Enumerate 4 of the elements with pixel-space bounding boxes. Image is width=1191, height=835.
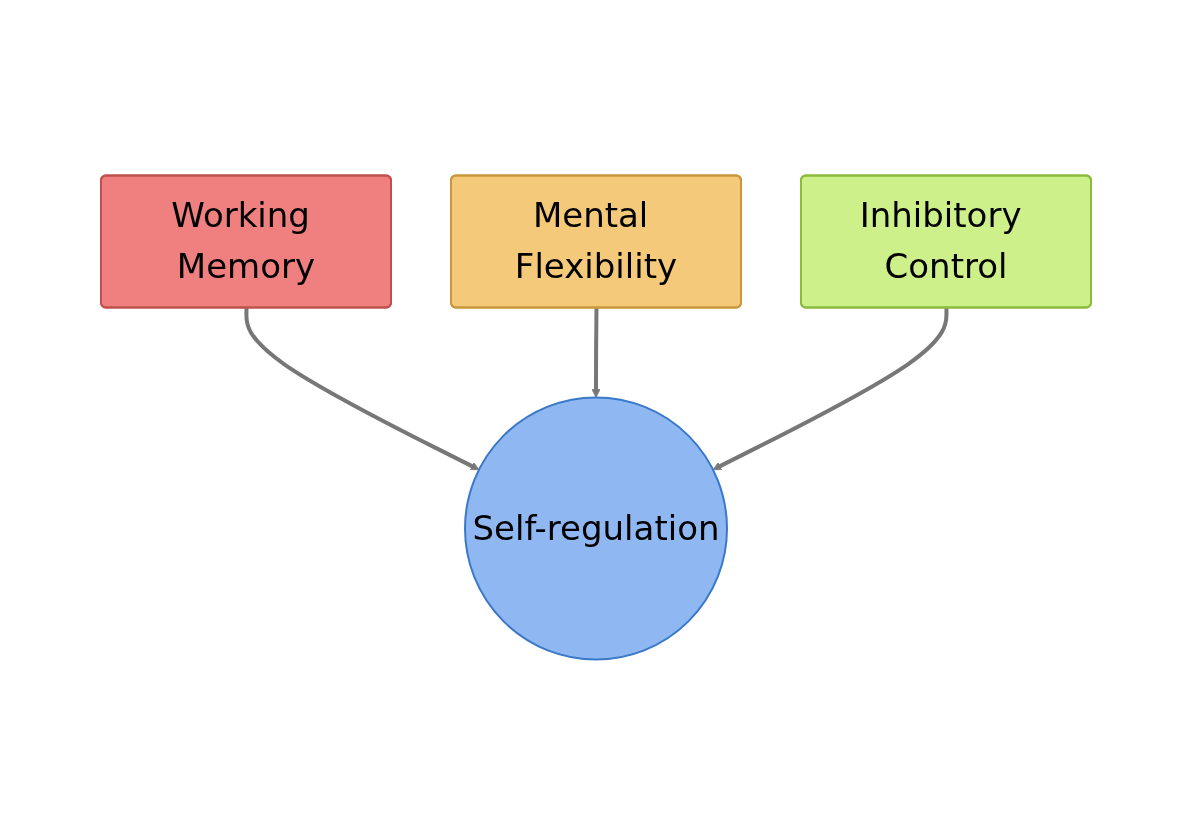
arrow xyxy=(591,307,600,398)
arrow xyxy=(243,307,479,471)
node-circle: Self-regulation xyxy=(463,396,728,661)
arrow xyxy=(712,307,948,471)
